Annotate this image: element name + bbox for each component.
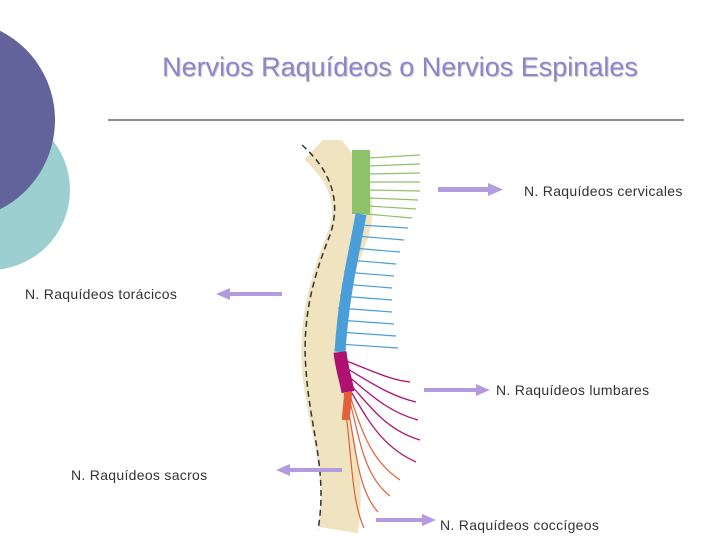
label-coccygeal: N. Raquídeos coccígeos: [440, 517, 600, 533]
thoracic-segment: [334, 213, 367, 353]
slide-title: Nervios Raquídeos o Nervios Espinales: [162, 52, 638, 82]
cervical-arrow: [438, 183, 503, 196]
label-lumbar: N. Raquídeos lumbares: [496, 382, 650, 398]
vertebral-column: [301, 140, 373, 534]
sacral-nerves: [345, 395, 401, 529]
cervical-nerves: [365, 154, 421, 219]
decorative-circles: [0, 30, 70, 270]
label-cervical: N. Raquídeos cervicales: [524, 183, 683, 199]
vertebral-bone: [301, 140, 373, 534]
sacral-arrow: [276, 464, 342, 476]
coccygeal-arrow: [376, 514, 436, 526]
label-thoracic: N. Raquídeos torácicos: [25, 286, 178, 302]
label-sacral: N. Raquídeos sacros: [71, 467, 208, 483]
lumbar-segment: [333, 351, 355, 394]
thoracic-arrow: [216, 288, 282, 300]
lumbar-arrow: [424, 384, 490, 396]
spine-illustration: [301, 140, 421, 534]
vertebral-outline: [301, 144, 336, 531]
sacral-segment: [342, 391, 352, 421]
title-divider: [108, 119, 684, 121]
dark-circle: [0, 30, 55, 210]
cervical-segment: [352, 150, 370, 214]
lumbar-nerves: [343, 359, 421, 463]
